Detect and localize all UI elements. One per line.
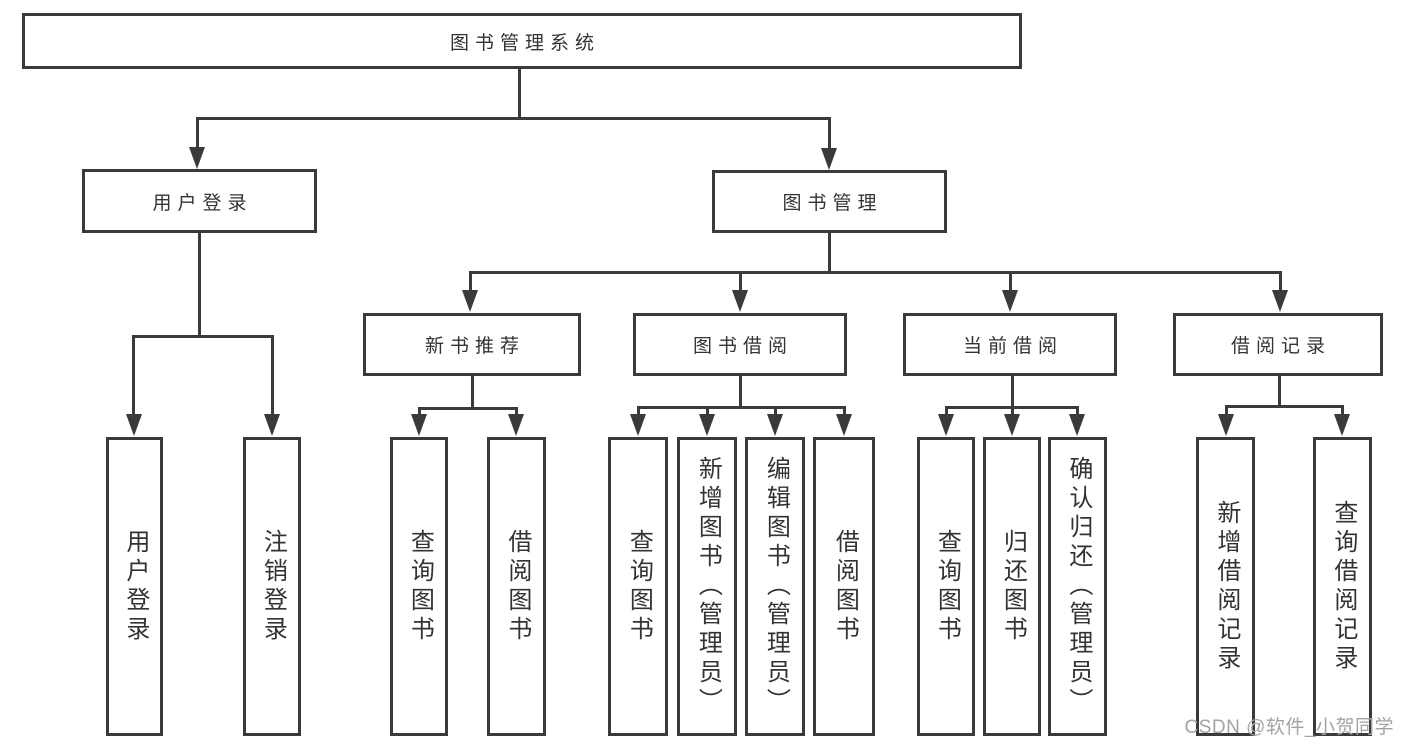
edge-stem-borrowing-records: [1279, 271, 1282, 292]
edge-stem-query-books-1: [418, 407, 421, 415]
edge-user-login-trunk: [198, 233, 201, 338]
node-book-borrowing: 图书借阅: [633, 313, 847, 376]
node-library-system-label: 图书管理系统: [449, 32, 600, 54]
leaf-query-books-3-label: 查询图书: [933, 528, 961, 645]
leaf-add-borrow-record-label: 新增借阅记录: [1212, 499, 1240, 674]
edge-new-book-recommend-bus: [418, 407, 518, 410]
leaf-user-login: 用户登录: [106, 437, 163, 736]
edge-root-bus: [196, 117, 831, 120]
leaf-query-borrow-record-label: 查询借阅记录: [1329, 499, 1357, 674]
edge-root-trunk: [518, 69, 521, 117]
leaf-query-books-1: 查询图书: [390, 437, 448, 736]
edge-stem-query-books-3: [945, 406, 948, 415]
leaf-query-books-2-label: 查询图书: [625, 528, 653, 645]
leaf-return-books: 归还图书: [983, 437, 1041, 736]
leaf-add-books-admin: 新增图书（管理员）: [677, 437, 737, 736]
arrow-down-icon: [508, 414, 524, 436]
edge-stem-return-books: [1011, 406, 1014, 415]
arrow-down-icon: [1069, 414, 1085, 436]
leaf-confirm-return-admin-label: 确认归还（管理员）: [1064, 456, 1092, 717]
arrow-down-icon: [126, 414, 142, 436]
edge-stem-user-login: [196, 117, 199, 148]
leaf-edit-books-admin-label: 编辑图书（管理员）: [762, 456, 790, 717]
edge-new-book-recommend-trunk: [471, 376, 474, 410]
arrow-down-icon: [699, 414, 715, 436]
arrow-down-icon: [1004, 414, 1020, 436]
node-user-login: 用户登录: [82, 169, 317, 233]
node-user-login-label: 用户登录: [152, 192, 253, 214]
arrow-down-icon: [767, 414, 783, 436]
arrow-down-icon: [189, 147, 205, 169]
leaf-borrow-books-1-label: 借阅图书: [503, 528, 531, 645]
edge-stem-borrow-books-1: [515, 407, 518, 415]
edge-stem-current-borrowing: [1009, 271, 1012, 292]
arrow-down-icon: [836, 414, 852, 436]
node-new-book-recommend-label: 新书推荐: [424, 336, 525, 357]
leaf-query-borrow-record: 查询借阅记录: [1313, 437, 1372, 736]
edge-stem-confirm-return: [1076, 406, 1079, 415]
arrow-down-icon: [630, 414, 646, 436]
edge-user-login-bus: [132, 335, 274, 338]
edge-borrowing-records-bus: [1225, 405, 1344, 408]
edge-current-borrowing-trunk: [1011, 376, 1014, 409]
leaf-logout-label: 注销登录: [259, 528, 287, 645]
edge-stem-book-management: [828, 117, 831, 148]
edge-book-borrowing-trunk: [739, 376, 742, 409]
leaf-borrow-books-1: 借阅图书: [487, 437, 546, 736]
node-current-borrowing: 当前借阅: [903, 313, 1117, 376]
node-borrowing-records-label: 借阅记录: [1230, 336, 1331, 357]
edge-book-management-trunk: [828, 233, 831, 274]
edge-stem-leaf-user-login: [132, 335, 135, 415]
leaf-query-books-2: 查询图书: [608, 437, 668, 736]
edge-stem-query-borrow-record: [1341, 405, 1344, 415]
leaf-query-books-1-label: 查询图书: [406, 528, 434, 645]
arrow-down-icon: [1334, 414, 1350, 436]
edge-borrowing-records-trunk: [1278, 376, 1281, 408]
leaf-add-borrow-record: 新增借阅记录: [1196, 437, 1255, 736]
edge-stem-edit-books: [774, 406, 777, 415]
watermark: CSDN @软件_小贺同学: [1184, 717, 1394, 738]
arrow-down-icon: [938, 414, 954, 436]
arrow-down-icon: [732, 290, 748, 312]
node-book-management-label: 图书管理: [782, 193, 883, 214]
edge-stem-leaf-logout: [271, 335, 274, 415]
edge-stem-book-borrowing: [739, 271, 742, 292]
leaf-return-books-label: 归还图书: [999, 528, 1027, 645]
leaf-logout: 注销登录: [243, 437, 301, 736]
edge-stem-query-books-2: [637, 406, 640, 415]
edge-stem-new-book-recommend: [469, 271, 472, 292]
arrow-down-icon: [1272, 290, 1288, 312]
leaf-query-books-3: 查询图书: [917, 437, 975, 736]
leaf-confirm-return-admin: 确认归还（管理员）: [1048, 437, 1107, 736]
node-current-borrowing-label: 当前借阅: [962, 336, 1063, 357]
arrow-down-icon: [821, 148, 837, 170]
arrow-down-icon: [264, 414, 280, 436]
edge-book-management-bus: [469, 271, 1281, 274]
node-book-management: 图书管理: [712, 170, 947, 233]
edge-stem-add-books: [706, 406, 709, 415]
leaf-borrow-books-2: 借阅图书: [813, 437, 875, 736]
leaf-edit-books-admin: 编辑图书（管理员）: [745, 437, 805, 736]
edge-book-borrowing-bus: [637, 406, 845, 409]
node-borrowing-records: 借阅记录: [1173, 313, 1383, 376]
arrow-down-icon: [1218, 414, 1234, 436]
leaf-borrow-books-2-label: 借阅图书: [831, 528, 859, 645]
arrow-down-icon: [411, 414, 427, 436]
leaf-user-login-label: 用户登录: [121, 528, 149, 645]
node-new-book-recommend: 新书推荐: [363, 313, 581, 376]
edge-stem-add-borrow-record: [1225, 405, 1228, 415]
arrow-down-icon: [1002, 290, 1018, 312]
leaf-add-books-admin-label: 新增图书（管理员）: [694, 456, 722, 717]
node-library-system: 图书管理系统: [22, 13, 1022, 69]
edge-stem-borrow-books-2: [843, 406, 846, 415]
node-book-borrowing-label: 图书借阅: [692, 336, 793, 357]
arrow-down-icon: [462, 290, 478, 312]
